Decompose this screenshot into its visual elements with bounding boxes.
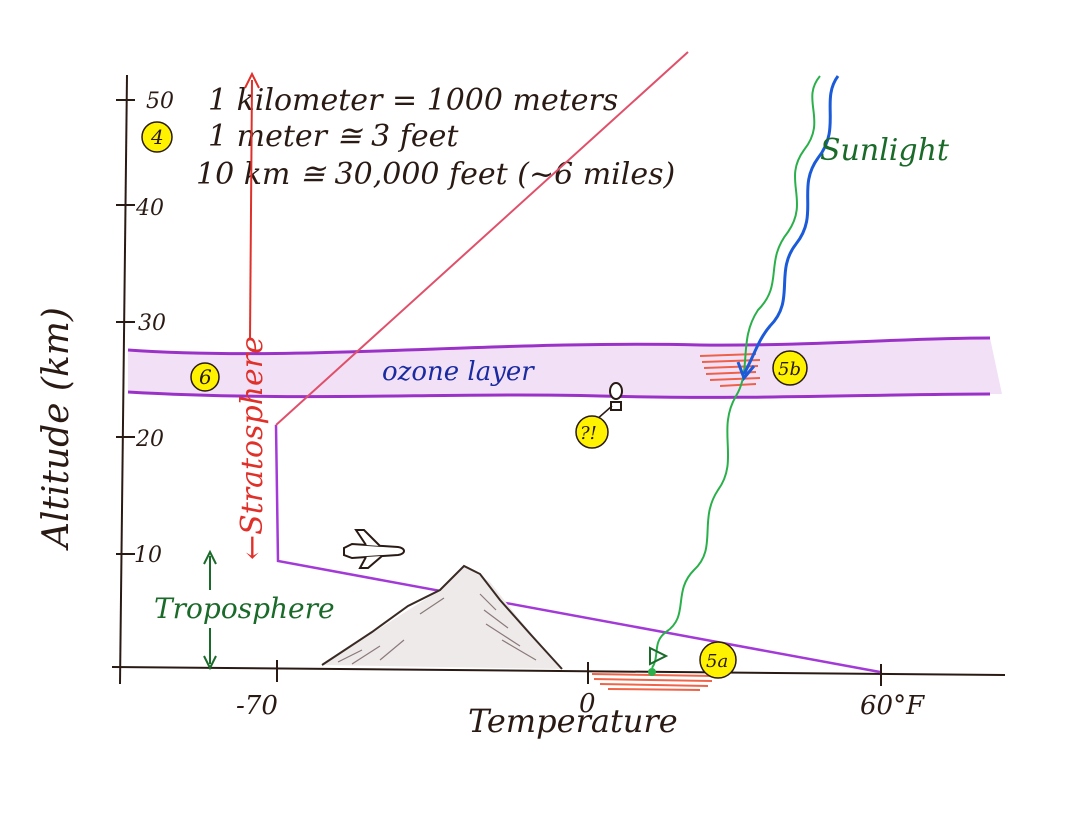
x-tick-label-0: 0 [579,689,596,719]
y-tick-label-30: 30 [138,311,166,336]
mountain-icon [321,564,563,670]
y-axis-title: Altitude (km) [36,307,77,551]
warm-zone-lower [591,673,715,691]
x-axis-title: Temperature [468,702,678,740]
x-tick-label-60: 60°F [860,691,925,721]
x-tick-label-minus70: -70 [236,691,278,721]
y-tick-label-20: 20 [135,427,164,452]
stratosphere-temperature-line [275,51,689,426]
marker-5b-circle [772,350,808,386]
stratosphere-indicator [244,71,260,341]
note-marker-circle [141,121,173,153]
troposphere-temperature-line [274,424,881,674]
note-line-3: 10 km ≅ 30,000 feet (~6 miles) [196,157,675,192]
balloon-marker-circle [575,415,609,449]
ground-flag-icon [649,646,669,666]
ozone-band-bottom-edge [127,390,991,399]
y-tick-label-10: 10 [134,543,162,568]
y-tick-label-50: 50 [146,89,174,114]
temperature-profile [274,51,881,674]
ozone-marker-label: 6 [199,365,212,389]
marker-5a-label: 5a [706,651,728,672]
note-marker-label: 4 [150,125,164,149]
marker-5a-circle [699,641,737,679]
x-axis [111,666,1006,676]
sunlight-ray-blue [742,75,840,375]
y-axis [119,74,128,685]
marker-5b-label: 5b [778,359,801,380]
troposphere-label: Troposphere [154,592,335,625]
airplane-icon [343,529,405,569]
sunlight-ground-dot [648,668,656,676]
ozone-marker-circle [190,362,220,392]
sunlight-label: Sunlight [820,133,950,168]
sunlight-blue-arrowhead [736,361,756,381]
balloon-marker-label: ?! [580,423,597,444]
note-line-2: 1 meter ≅ 3 feet [208,119,459,154]
sunlight-ray-green [651,75,821,669]
ozone-layer-label: ozone layer [382,357,535,387]
note-line-1: 1 kilometer = 1000 meters [208,83,618,118]
balloon-icon [609,382,623,411]
ozone-band-top-edge [127,336,991,356]
axes [111,74,1006,686]
troposphere-indicator [203,549,217,671]
stratosphere-label: ←Stratosphere [235,336,270,560]
y-tick-label-40: 40 [135,196,164,221]
